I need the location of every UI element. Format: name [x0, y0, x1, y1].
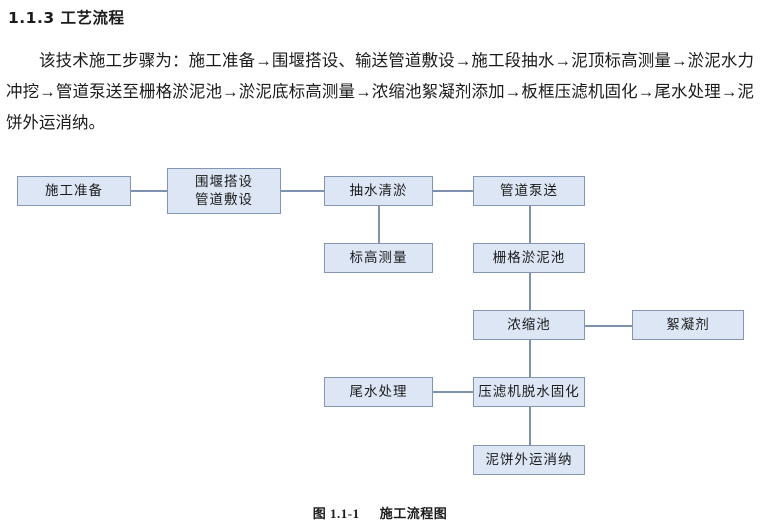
flow-node[interactable]: 抽水清淤	[324, 176, 433, 206]
flow-node[interactable]: 浓缩池	[473, 310, 585, 340]
flow-node[interactable]: 压滤机脱水固化	[473, 377, 585, 407]
figure-caption-title: 施工流程图	[379, 507, 448, 522]
flow-node[interactable]: 标高测量	[324, 243, 433, 273]
flow-connector	[585, 325, 632, 327]
flow-node[interactable]: 栅格淤泥池	[473, 243, 585, 273]
flow-node[interactable]: 管道泵送	[473, 176, 585, 206]
figure-caption: 图 1.1-1 施工流程图	[0, 503, 760, 522]
flow-connector	[529, 273, 531, 310]
section-heading: 1.1.3 工艺流程	[8, 9, 125, 27]
flow-node[interactable]: 絮凝剂	[632, 310, 744, 340]
flow-connector	[529, 206, 531, 243]
flow-node[interactable]: 泥饼外运消纳	[473, 445, 585, 475]
section-paragraph: 该技术施工步骤为：施工准备→围堰搭设、输送管道敷设→施工段抽水→泥顶标高测量→淤…	[6, 51, 754, 132]
flow-connector	[131, 190, 167, 192]
flow-connector	[281, 190, 324, 192]
flow-node[interactable]: 施工准备	[17, 176, 131, 206]
flow-connector	[529, 407, 531, 445]
flow-connector	[378, 206, 380, 243]
flow-connector	[433, 391, 473, 393]
flow-node[interactable]: 尾水处理	[324, 377, 433, 407]
flow-connector	[529, 340, 531, 377]
flow-connector	[433, 190, 473, 192]
flow-node[interactable]: 围堰搭设 管道敷设	[167, 168, 281, 214]
figure-caption-number: 图 1.1-1	[312, 506, 360, 521]
